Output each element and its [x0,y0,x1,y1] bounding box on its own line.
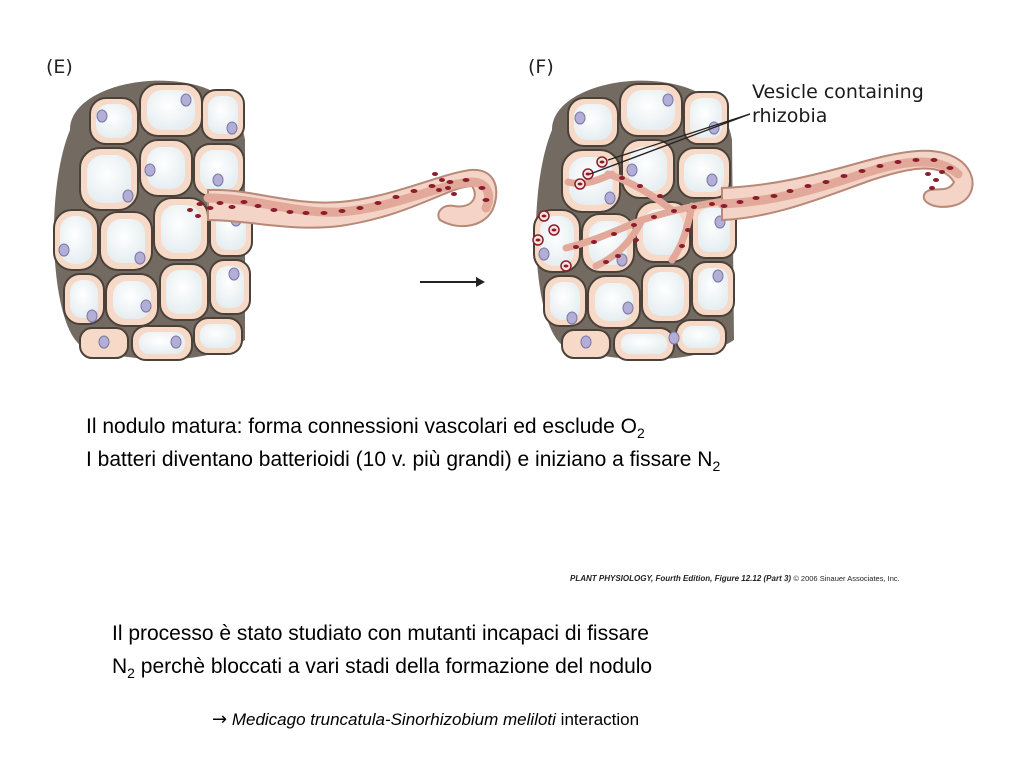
nodule-diagram-e [53,80,498,361]
nitrogen-subscript-2: 2 [127,665,135,681]
credit-copyright: © 2006 Sinauer Associates, Inc. [793,574,900,583]
process-line-1: Il processo è stato studiato con mutanti… [112,622,649,646]
cell-nuclei [58,93,242,349]
vesicle-callout: Vesicle containing rhizobia [752,80,924,128]
root-hair [721,149,974,222]
rhizobia-bacteria [573,158,954,264]
description-line-1-text: Il nodulo matura: forma connessioni vasc… [86,415,637,438]
branched-infection-threads [562,170,736,270]
interaction-line: → Medicago truncatula-Sinorhizobium meli… [212,709,639,730]
interaction-suffix: interaction [555,710,640,729]
figure-credit: PLANT PHYSIOLOGY, Fourth Edition, Figure… [570,574,900,583]
description-line-1: Il nodulo matura: forma connessioni vasc… [86,415,645,441]
progression-arrow [420,277,485,287]
nodule-diagram-f [532,80,974,361]
description-line-2: I batteri diventano batterioidi (10 v. p… [86,448,720,474]
panel-label-e: (E) [46,56,73,78]
panel-label-f: (F) [528,56,554,78]
nitrogen-subscript: 2 [712,458,721,474]
vesicle-bacteria [535,160,605,268]
infection-thread [717,157,963,209]
process-line-2-text: perchè bloccati a vari stadi della forma… [134,655,653,678]
oxygen-subscript: 2 [636,425,645,441]
process-line-1-text: Il processo è stato studiato con mutanti… [112,622,649,645]
root-hair [207,168,498,229]
callout-line-2: rhizobia [752,105,828,127]
callout-leader-lines [589,113,751,175]
infection-thread [203,177,494,217]
species-names: Medicago truncatula-Sinorhizobium melilo… [231,710,556,729]
rhizobia-bacteria [187,172,490,218]
arrow-icon: → [212,709,228,730]
callout-line-1: Vesicle containing [752,81,924,103]
description-line-2-text: I batteri diventano batterioidi (10 v. p… [86,448,713,471]
process-line-2: N2 perchè bloccati a vari stadi della fo… [112,655,652,681]
process-line-2-n: N [112,655,128,678]
credit-source: PLANT PHYSIOLOGY, Fourth Edition, Figure… [570,574,792,583]
